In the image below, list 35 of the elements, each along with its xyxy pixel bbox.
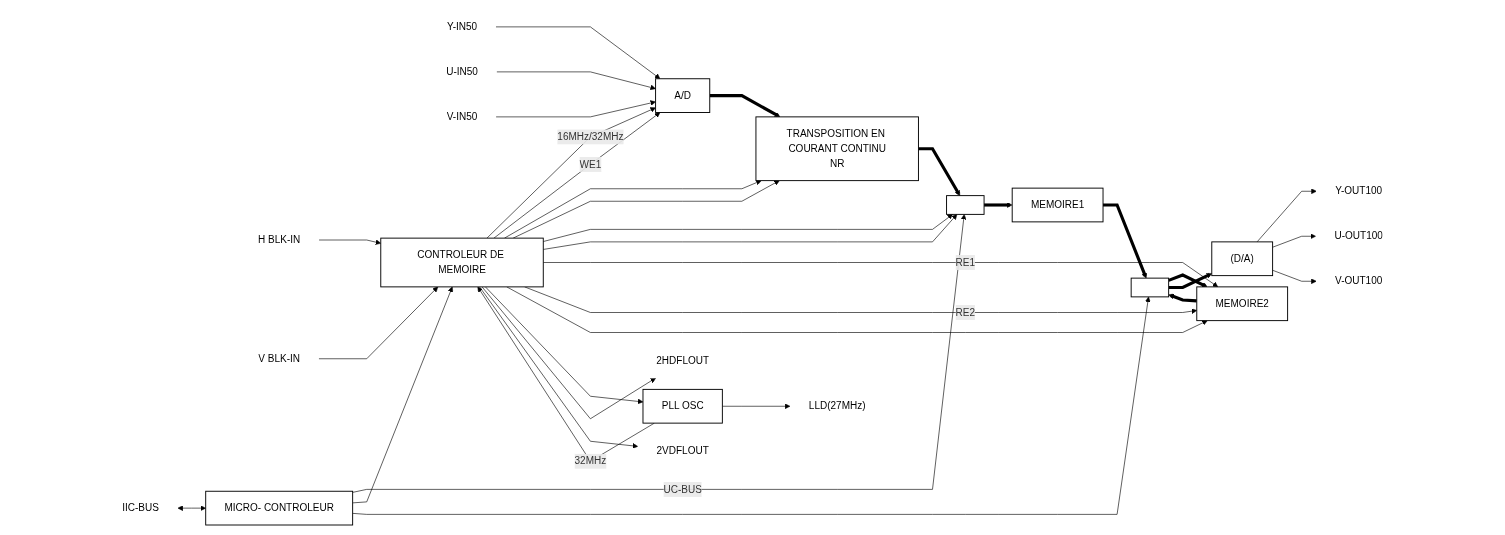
node-box: PLL OSC [642, 388, 723, 424]
node-text: 2HDFLOUT [656, 355, 710, 367]
node-text: V-OUT100 [1335, 275, 1383, 287]
node-box: TRANSPOSITION EN COURANT CONTINU NR [755, 116, 919, 182]
node-box [1130, 277, 1170, 298]
arrow [984, 202, 1013, 208]
node-box: (D/A) [1211, 241, 1274, 277]
node-text: U-IN50 [446, 66, 478, 77]
node-box [946, 195, 985, 215]
edge-label: UC-BUS [663, 483, 702, 495]
edge-label: 16MHz/32MHz [557, 131, 624, 142]
node-text: H BLK-IN [258, 234, 301, 245]
edge-label: 32MHz [574, 455, 607, 467]
arrow [1168, 293, 1197, 303]
node-box: CONTROLEUR DE MEMOIRE [380, 237, 544, 288]
arrow [1168, 273, 1213, 290]
node-text: Y-IN50 [446, 21, 478, 32]
node-box: MEMOIRE1 [1011, 187, 1104, 223]
arrow [1103, 203, 1147, 279]
edge-label: RE2 [955, 306, 976, 318]
node-text: U-OUT100 [1334, 230, 1383, 242]
edge-label: RE1 [955, 256, 976, 268]
node-text: 2VDFLOUT [656, 445, 709, 457]
node-box: MICRO- CONTROLEUR [205, 490, 354, 526]
edge-label: WE1 [579, 158, 602, 170]
arrow [918, 147, 961, 196]
node-text: V BLK-IN [258, 353, 301, 364]
node-box: MEMOIRE2 [1196, 286, 1289, 322]
arrow [709, 94, 781, 118]
node-box: A/D [655, 78, 711, 113]
node-text: Y-OUT100 [1335, 185, 1383, 197]
node-text: LLD(27MHz) [808, 400, 866, 412]
node-text: V-IN50 [446, 111, 478, 122]
node-text: IIC-BUS [122, 502, 159, 514]
arrow [1168, 273, 1208, 288]
